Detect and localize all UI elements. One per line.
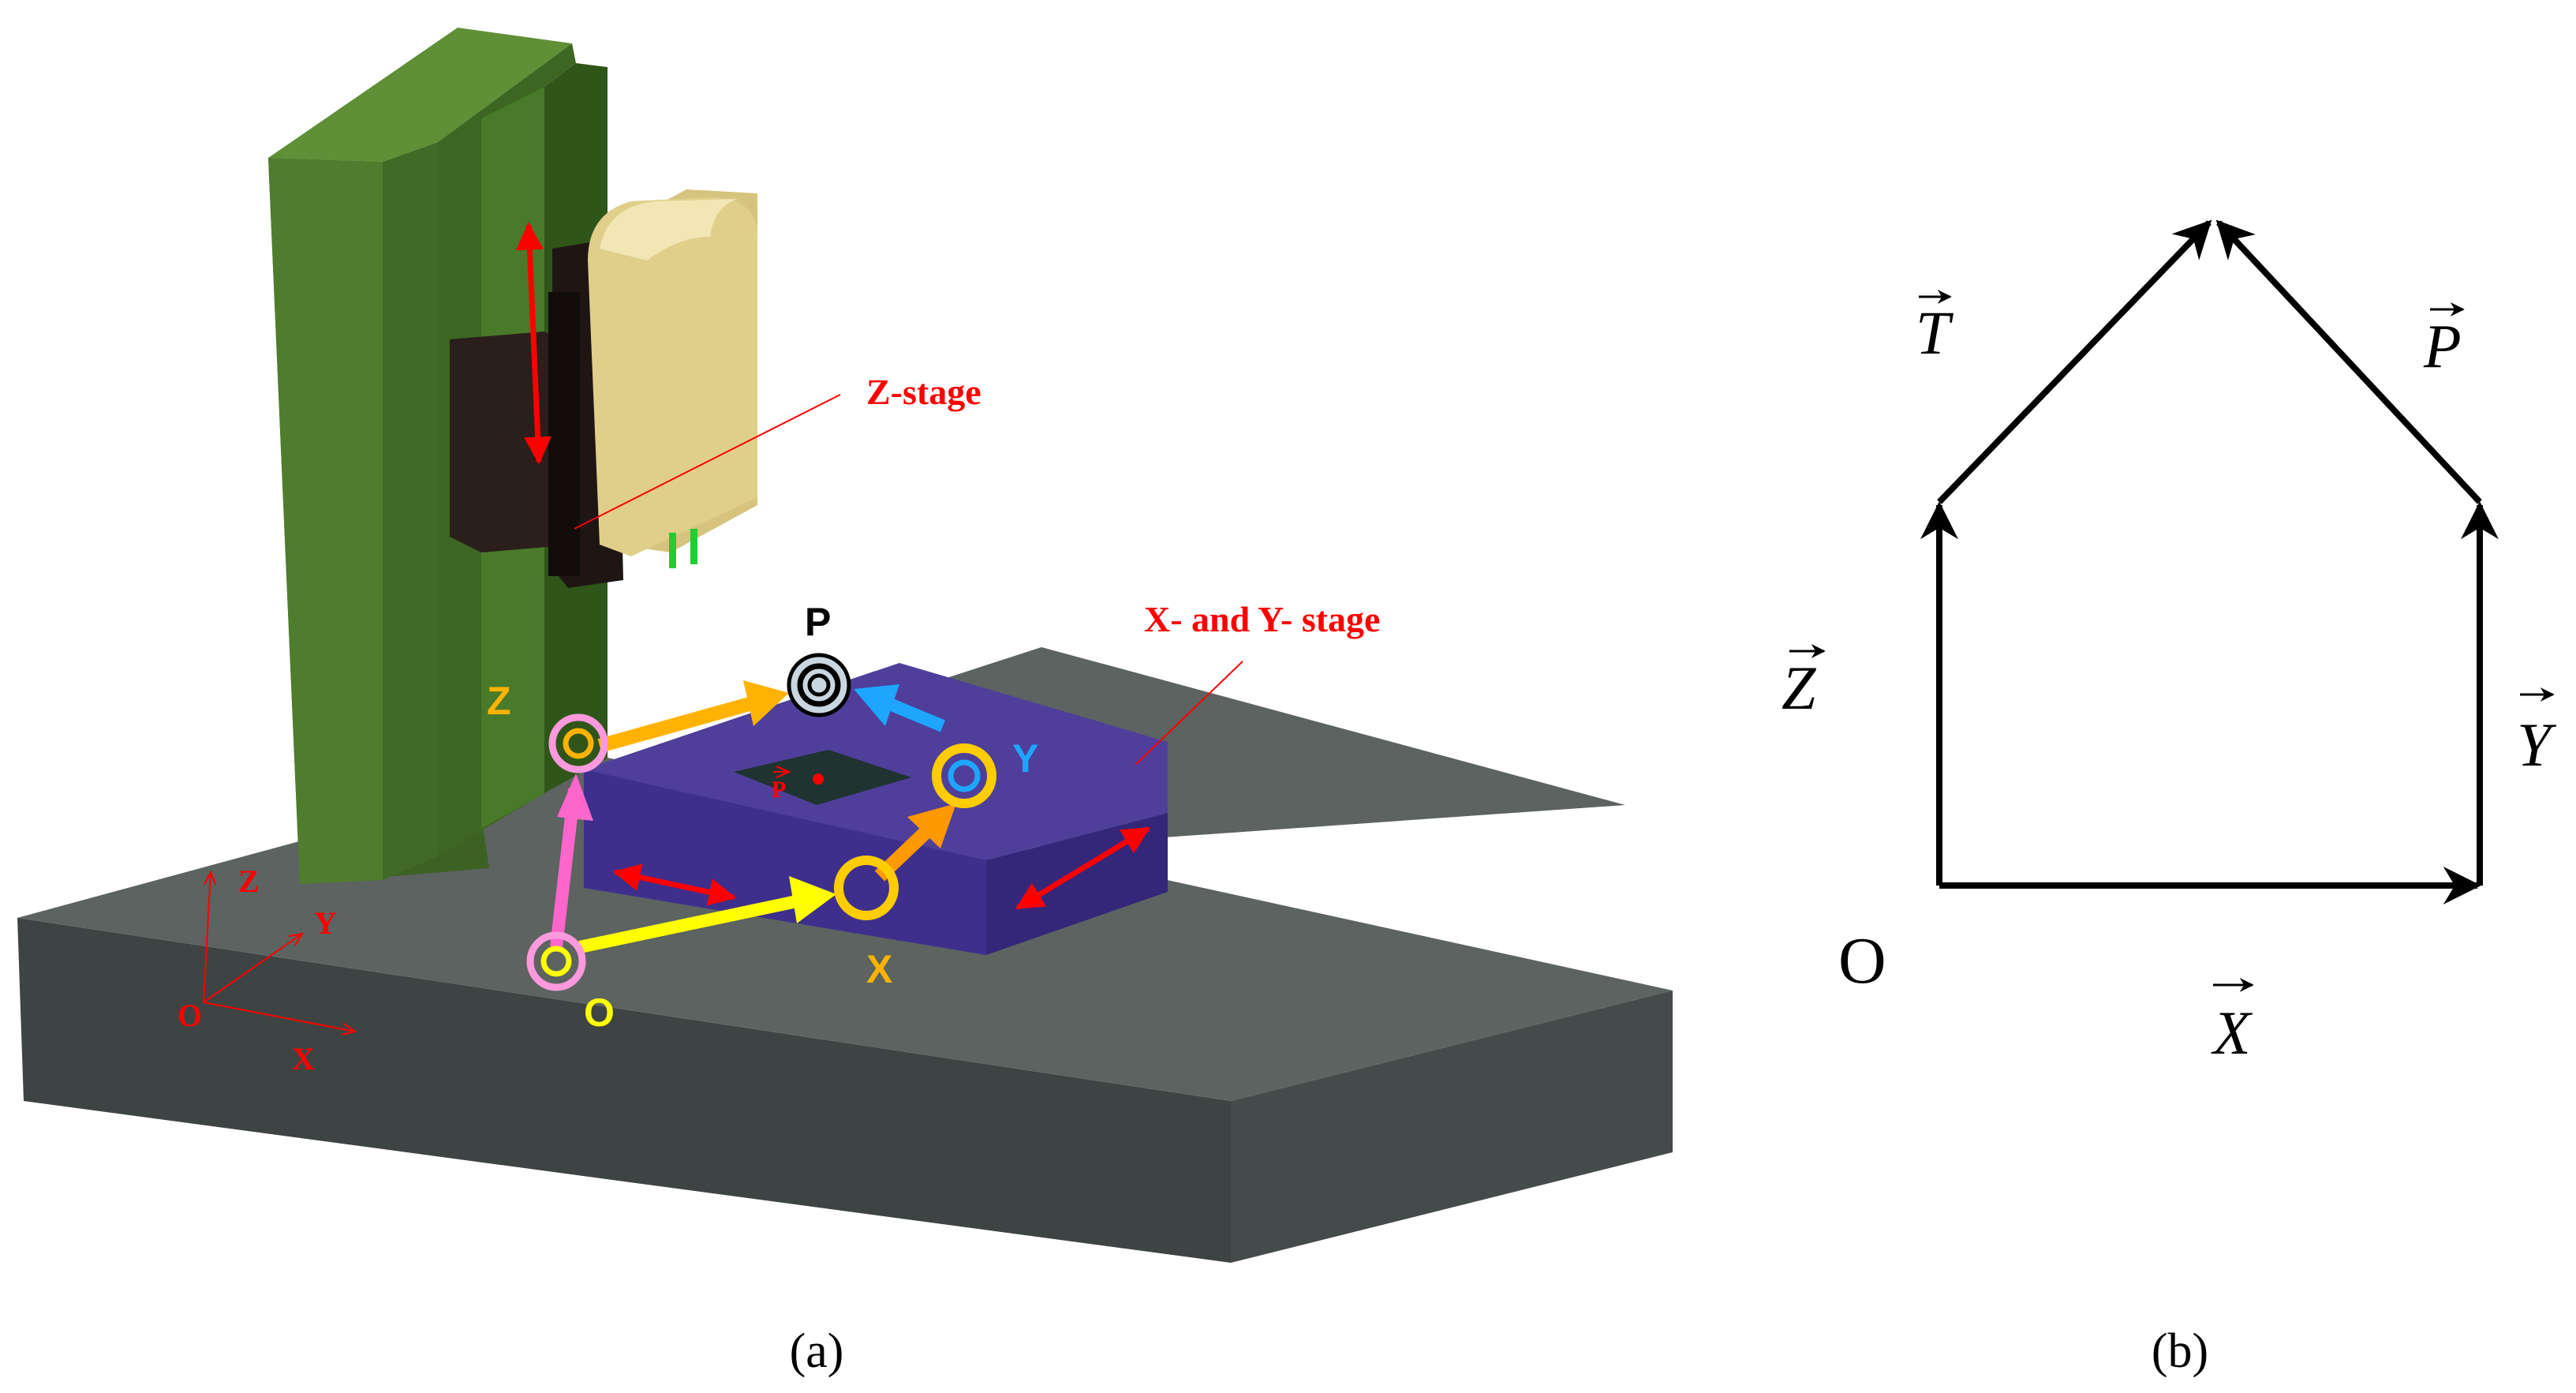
marker-X [834,856,899,920]
svg-text:P: P [2423,312,2462,380]
vector-label-Z: Z [1782,644,1826,722]
base-slab-right-face [1231,990,1673,1263]
z-stage-leader-line [574,394,841,530]
svg-text:Y: Y [2517,710,2557,779]
vector-O-to-X [578,895,798,953]
column-front-right [383,142,438,880]
axis-x-label: X [292,1041,315,1077]
vector-label-Y: Y [2517,687,2557,779]
vector-Z-to-P-head [743,680,789,726]
xy-stage-top-face [584,663,1168,860]
nozzle-right [690,529,697,564]
vector-O-to-Z-head [557,773,593,821]
sample-point-dot [813,773,824,784]
svg-text:T: T [1916,298,1953,367]
vector-T [1937,219,2212,504]
axis-y-line [203,934,302,1003]
vector-label-T: T [1916,290,1953,367]
z-stage-assembly [450,189,757,588]
xy-stage-label: X- and Y- stage [1144,599,1380,639]
marker-Y [932,743,996,808]
panel-b-vector-diagram: T P Z Y X O (b) [1782,219,2557,1378]
axis-z-line [203,872,211,1003]
xy-stage-leader-line [1135,661,1243,765]
coordinate-axes: Z Y X O [178,863,355,1077]
vector-P [2215,219,2482,504]
column-front-left [268,158,383,884]
axis-z-label: Z [238,863,260,899]
vector-O-to-X-head [789,876,836,923]
base-slab-front-face [17,918,1231,1263]
vector-X-to-Y-head [907,803,956,848]
head-highlight [600,199,738,260]
panel-a-machine-illustration: P Z-stage X- and Y- stage [17,28,1673,1378]
marker-O [526,931,586,991]
vector-label-X: X [2211,978,2254,1067]
axis-origin-label: O [178,998,202,1033]
vector-label-P: P [2423,302,2465,380]
panel-b-label: (b) [2152,1324,2208,1378]
head-front [588,197,757,556]
marker-Z [548,713,608,773]
origin-label: O [1838,924,1886,998]
z-mount-plate [548,292,580,576]
sample-point-label: P [772,777,786,803]
axis-y-label: Y [314,905,337,941]
vector-Z-to-P [597,697,752,753]
panel-a-label: (a) [790,1324,844,1378]
svg-text:X: X [2211,998,2253,1067]
z-stage-motion-arrow [515,222,552,465]
nozzle-left [669,533,676,568]
point-label-Y: Y [1012,736,1038,781]
point-label-X: X [866,947,892,991]
svg-text:Z: Z [1782,653,1817,722]
y-stage-motion-arrow [1015,826,1150,910]
vector-Y-to-P-head [854,684,899,726]
point-label-P: P [805,600,831,644]
point-label-Z: Z [487,679,511,723]
vector-Y-to-P [888,698,946,732]
marker-P [787,653,851,717]
z-stage-label: Z-stage [866,372,981,412]
point-label-O: O [584,990,615,1035]
axis-x-line [203,1002,355,1032]
column-top [268,28,572,162]
x-stage-motion-arrow [612,863,737,906]
